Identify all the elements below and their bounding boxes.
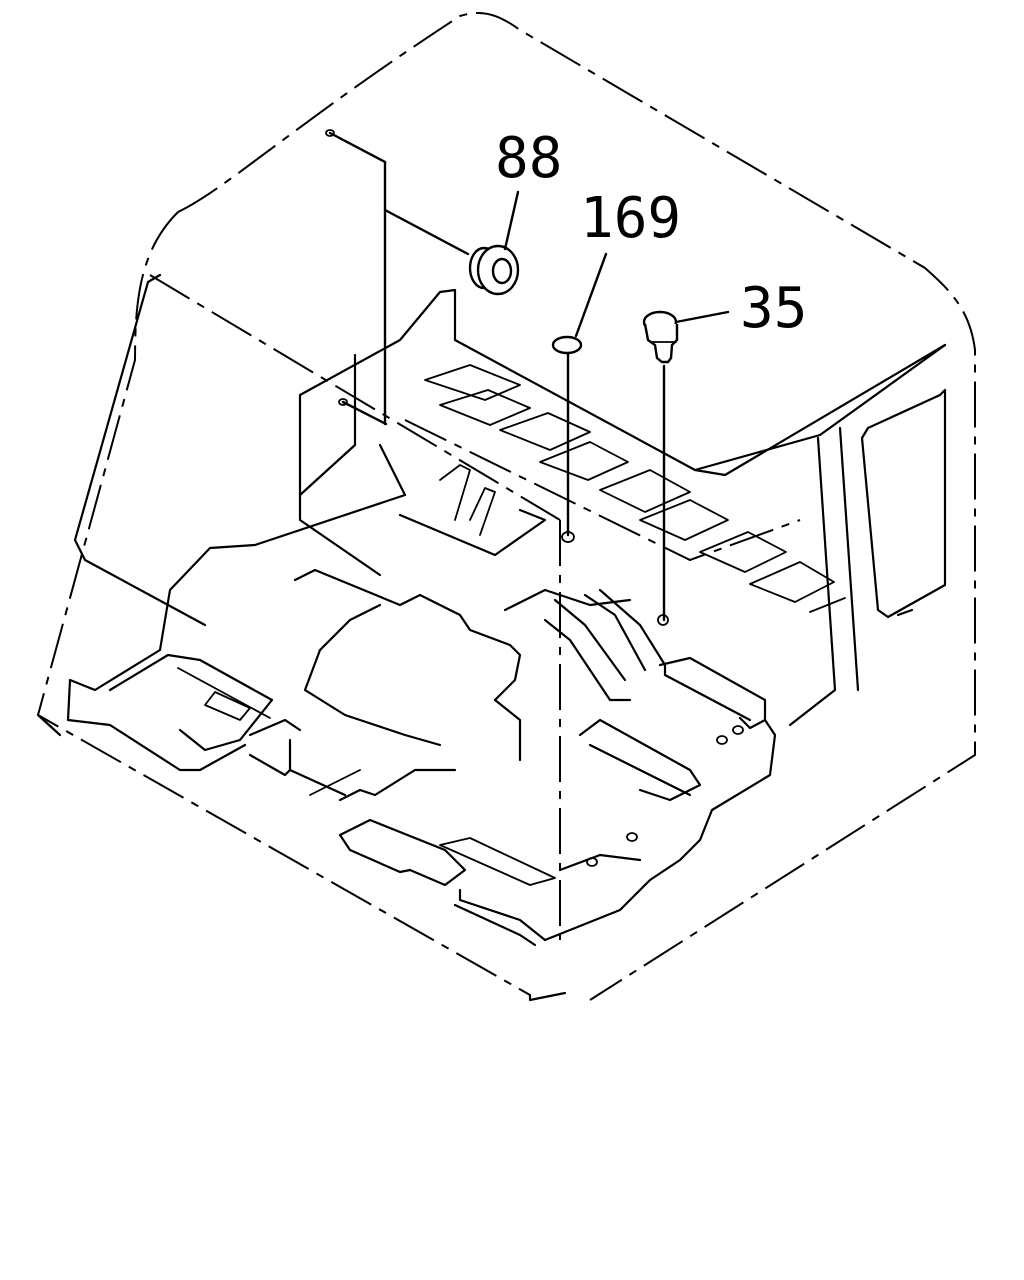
callout-169: 169 bbox=[580, 186, 681, 251]
explode-lines bbox=[325, 129, 666, 622]
floor-panel bbox=[66, 288, 947, 947]
callout-labels: 88 169 35 bbox=[495, 126, 807, 341]
clip-part-35 bbox=[642, 310, 730, 364]
cab-shell bbox=[36, 273, 947, 1002]
callout-88: 88 bbox=[495, 126, 562, 191]
grommet-part-88 bbox=[468, 190, 520, 296]
plug-part-169 bbox=[551, 252, 608, 355]
callout-35: 35 bbox=[740, 276, 807, 341]
